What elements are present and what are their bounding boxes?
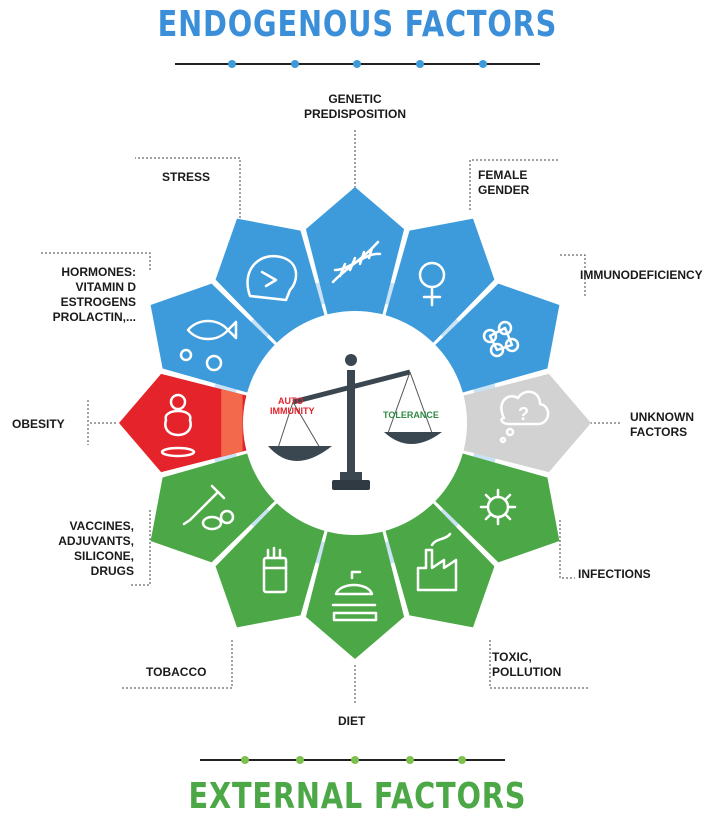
female-symbol-icon [418,261,446,307]
fast-food-icon [331,570,378,622]
label-unknown-factors: UNKNOWN FACTORS [630,410,694,439]
endogenous-factors-title: ENDOGENOUS FACTORS [157,4,558,45]
label-infections: INFECTIONS [578,567,651,581]
fish-sun-fruit-icon [179,319,238,372]
cigarette-pack-icon [262,546,288,594]
label-female-gender: FEMALE GENDER [478,168,530,197]
autoimmunity-label-line1: AUTO [278,396,303,406]
segment-genetic [305,187,405,315]
obese-person-icon [160,393,196,458]
question-cloud-icon: ? [499,390,550,444]
factory-icon [416,532,458,592]
virus-icon [479,488,517,526]
label-diet: DIET [338,714,366,728]
label-toxic-pollution: TOXIC, POLLUTION [492,650,562,679]
label-hormones: HORMONES: VITAMIN D ESTROGENS PROLACTIN,… [52,265,136,324]
segment-diet [305,531,405,659]
segment-stress [215,218,325,343]
syringe-pills-icon [182,484,235,531]
connector-lines [40,130,620,705]
label-immunodeficiency: IMMUNODEFICIENCY [580,268,703,282]
segment-obesity [119,373,247,473]
dna-icon [331,240,382,284]
top-divider [175,60,540,68]
label-obesity: OBESITY [12,417,65,431]
label-genetic-predisposition: GENETIC PREDISPOSITION [303,92,407,121]
segment-vaccines [150,453,275,563]
segment-female [385,218,495,343]
svg-text:?: ? [518,404,529,424]
tolerance-label: TOLERANCE [383,410,439,420]
label-tobacco: TOBACCO [146,665,207,679]
bottom-divider [200,756,505,764]
virus-network-icon [482,320,520,358]
autoimmunity-label-line2: IMMUNITY [270,406,315,416]
head-stress-icon [246,254,298,302]
segment-immunodeficiency [435,283,560,393]
balance-scale-icon [268,354,442,490]
segment-toxic [385,503,495,628]
label-vaccines: VACCINES, ADJUVANTS, SILICONE, DRUGS [58,519,134,578]
external-factors-title: EXTERNAL FACTORS [188,776,527,817]
segment-infections [435,453,560,563]
segment-tobacco [215,503,325,628]
obesity-accent [221,389,243,457]
label-stress: STRESS [162,170,211,184]
